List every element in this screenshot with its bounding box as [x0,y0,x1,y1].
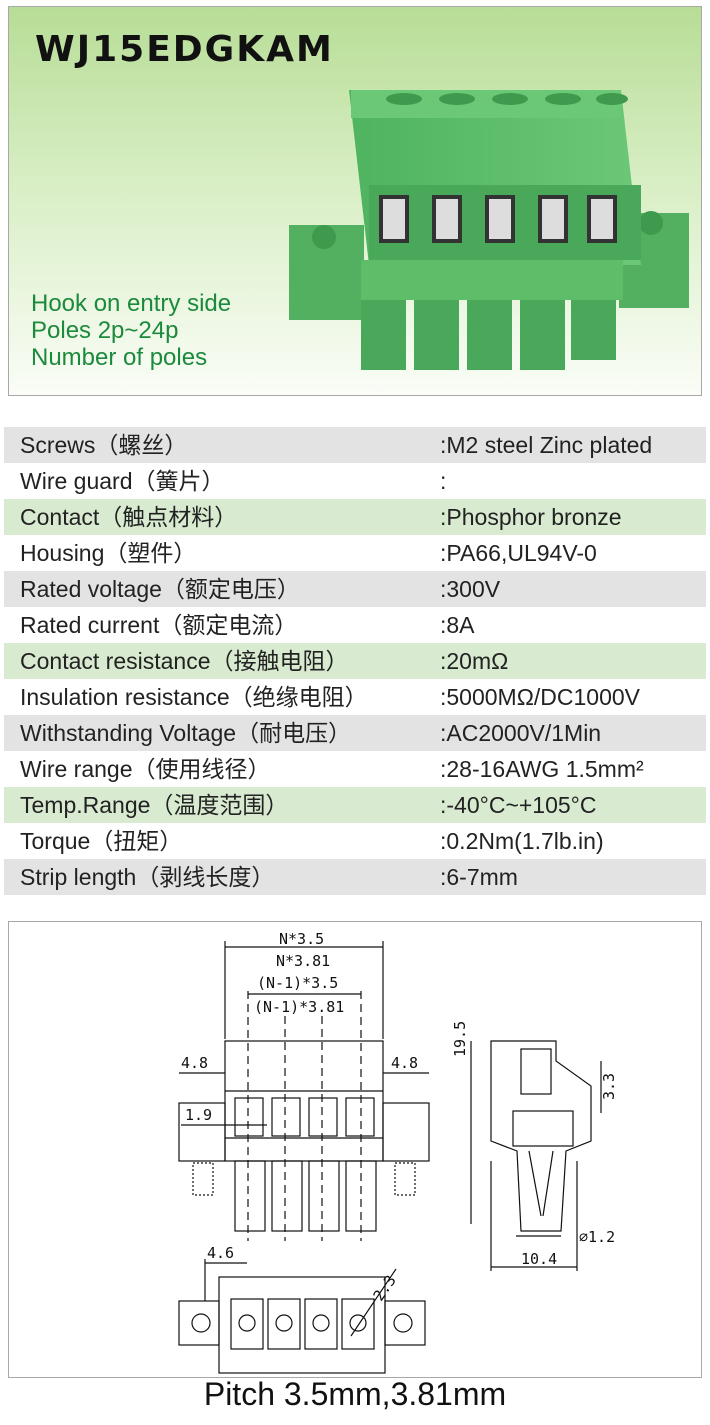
spec-label: Contact resistance（接触电阻） [20,648,349,674]
spec-row: Strip length（剥线长度） :6-7mm [4,859,706,895]
dim-n-3-5: N*3.5 [279,930,324,948]
dim-n-3-81: N*3.81 [276,952,330,970]
spec-label: Contact（触点材料） [20,504,238,530]
spec-row: Wire range（使用线径） :28-16AWG 1.5mm² [4,751,706,787]
spec-value: : [440,468,447,494]
spec-label: Wire range（使用线径） [20,756,271,782]
spec-row: Contact（触点材料） :Phosphor bronze [4,499,706,535]
product-photo [289,90,689,370]
spec-label: Insulation resistance（绝缘电阻） [20,684,368,710]
spec-row: Rated voltage（额定电压） :300V [4,571,706,607]
spec-value: :300V [440,576,501,602]
spec-value: :M2 steel Zinc plated [440,432,653,458]
spec-label: Withstanding Voltage（耐电压） [20,720,352,746]
spec-row: Withstanding Voltage（耐电压） :AC2000V/1Min [4,715,706,751]
spec-row: Insulation resistance（绝缘电阻） :5000MΩ/DC100… [4,679,706,715]
spec-value: :8A [440,612,475,638]
spec-value: :AC2000V/1Min [440,720,602,746]
spec-row: Contact resistance（接触电阻） :20mΩ [4,643,706,679]
dim-n1-3-5: (N-1)*3.5 [257,974,338,992]
dim-right-4-8: 4.8 [391,1054,418,1072]
spec-value: :Phosphor bronze [440,504,622,530]
technical-drawing: N*3.5 N*3.81 (N-1)*3.5 (N-1)*3.81 4.8 4.… [8,921,702,1378]
spec-label: Screws（螺丝） [20,432,188,458]
spec-row: Rated current（额定电流） :8A [4,607,706,643]
pitch-caption: Pitch 3.5mm,3.81mm [203,1376,507,1412]
spec-value: :28-16AWG 1.5mm² [440,756,644,782]
spec-value: :20mΩ [440,648,509,674]
spec-row: Screws（螺丝） :M2 steel Zinc plated [4,427,706,463]
dim-height-19-5: 19.5 [451,1021,469,1057]
spec-row: Torque（扭矩） :0.2Nm(1.7lb.in) [4,823,706,859]
spec-row: Wire guard（簧片）: [4,463,706,499]
spec-label: Rated voltage（额定电压） [20,576,300,602]
spec-row: Housing（塑件） :PA66,UL94V-0 [4,535,706,571]
spec-value: :-40°C~+105°C [440,792,597,818]
dim-3-3: 3.3 [600,1073,618,1100]
product-title: WJ15EDGKAM [35,29,334,70]
spec-label: Torque（扭矩） [20,828,183,854]
spec-value: :6-7mm [440,864,518,890]
dim-1-9: 1.9 [185,1106,212,1124]
spec-label: Temp.Range（温度范围） [20,792,289,818]
spec-label: Strip length（剥线长度） [20,864,275,890]
product-hero: WJ15EDGKAM Hook on entry side Poles 2p~2… [8,6,702,396]
spec-label: Rated current（额定电流） [20,612,298,638]
dim-n1-3-81: (N-1)*3.81 [254,998,344,1016]
dim-4-6: 4.6 [207,1244,234,1262]
feature-poles: Poles 2p~24p [31,317,179,344]
spec-label: Housing（塑件） [20,540,197,566]
spec-row: Temp.Range（温度范围） :-40°C~+105°C [4,787,706,823]
dim-left-4-8: 4.8 [181,1054,208,1072]
feature-hook: Hook on entry side [31,290,232,317]
dim-diameter-1-2: ∅1.2 [579,1228,615,1246]
spec-label: Wire guard（簧片） [20,468,225,494]
dim-width-10-4: 10.4 [521,1250,557,1268]
spec-value: :PA66,UL94V-0 [440,540,597,566]
feature-number: Number of poles [31,344,208,371]
front-view [178,941,602,1374]
spec-value: :5000MΩ/DC1000V [440,684,641,710]
spec-value: :0.2Nm(1.7lb.in) [440,828,604,854]
